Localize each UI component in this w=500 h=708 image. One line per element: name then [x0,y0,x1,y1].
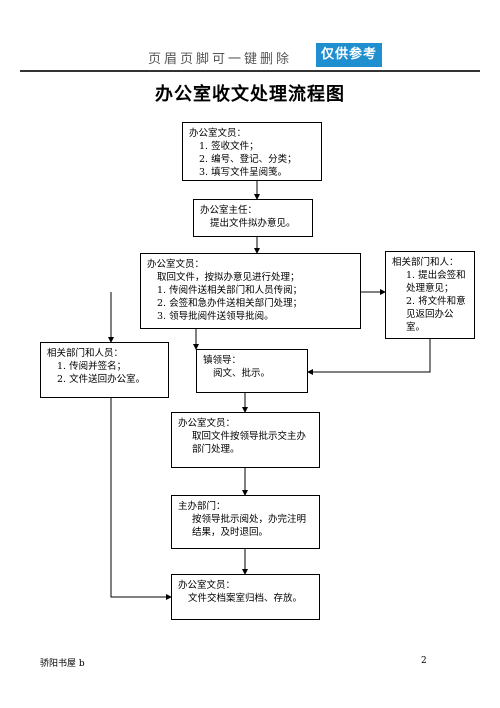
step-archive: 办公室文员： 文件交档案室归档、存放。 [171,574,320,620]
step-leader-review: 镇领导： 阅文、批示。 [196,349,308,393]
step-process-by-opinion: 办公室文员： 取回文件，按拟办意见进行处理； 1. 传阅件送相关部门和人员传阅；… [140,253,361,329]
header-text: 页眉页脚可一键删除 [148,52,293,67]
step-forward-to-dept: 办公室文员： 取回文件按领导批示交主办部门处理。 [171,412,320,468]
footer-source: 骄阳书屋 b [40,659,85,669]
step-dept-handle: 主办部门： 按领导批示阅处，办完注明结果，及时退回。 [171,495,320,549]
header-divider [20,70,480,72]
arrow-b5-b9 [110,398,172,600]
step-dept-countersign: 相关部门和人： 1. 提出会签和处理意见； 2. 将文件和意见返回办公室。 [385,251,475,339]
reference-badge: 仅供参考 [316,43,382,67]
step-circulate-sign: 相关部门和人员： 1. 传阅并签名； 2. 文件送回办公室。 [40,342,169,398]
step-receive-file: 办公室文员： 1. 签收文件； 2. 编号、登记、分类； 3. 填写文件呈阅笺。 [182,122,322,181]
step-director-opinion: 办公室主任： 提出文件拟办意见。 [193,199,313,237]
arrow-b4-b6 [307,339,431,375]
page-number: 2 [421,656,427,666]
diagram-title: 办公室收文处理流程图 [155,84,345,105]
